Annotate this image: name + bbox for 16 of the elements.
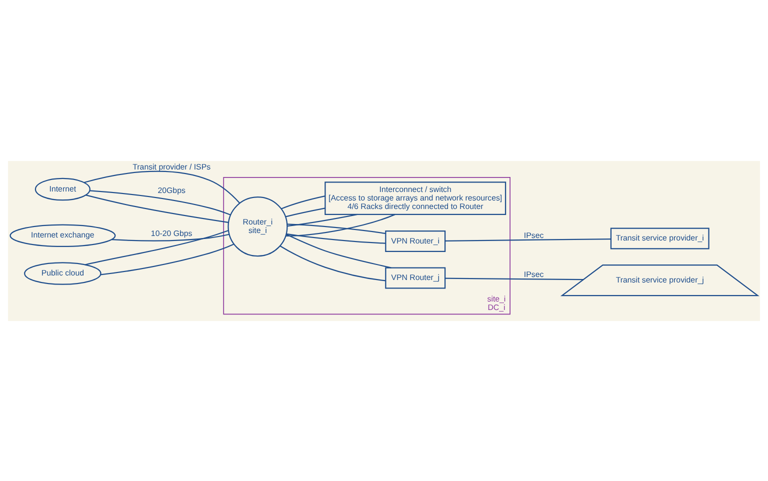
connector — [286, 207, 326, 217]
connector — [281, 195, 326, 209]
connector — [280, 244, 386, 281]
connector — [84, 230, 228, 265]
connector — [445, 277, 584, 280]
connector — [111, 233, 230, 241]
connector — [84, 170, 240, 203]
connector — [90, 190, 231, 215]
connector — [445, 238, 611, 241]
connector — [100, 243, 234, 275]
connector — [286, 232, 386, 244]
connector — [287, 223, 386, 234]
connector — [287, 213, 358, 226]
connector — [286, 213, 396, 236]
connector — [86, 194, 228, 222]
connector — [286, 233, 392, 268]
